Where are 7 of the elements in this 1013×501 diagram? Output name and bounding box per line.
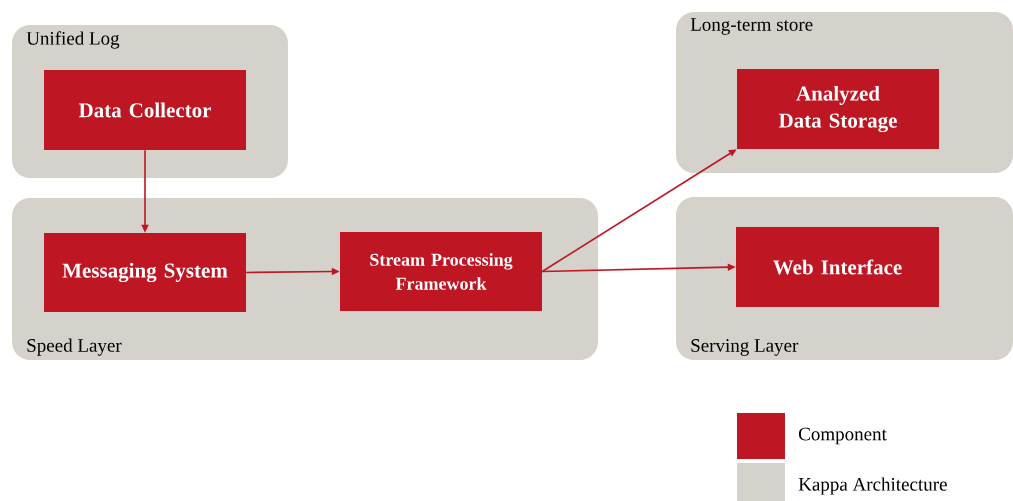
component-box: Data Collector — [44, 70, 246, 150]
legend-label: Component — [799, 427, 887, 445]
component-box: Stream Processing Framework — [340, 232, 542, 311]
legend-label: Kappa Architecture — [798, 477, 947, 495]
component-box: Web Interface — [736, 227, 939, 307]
component-box: Messaging System — [44, 233, 246, 312]
component-box: Analyzed Data Storage — [737, 69, 939, 149]
